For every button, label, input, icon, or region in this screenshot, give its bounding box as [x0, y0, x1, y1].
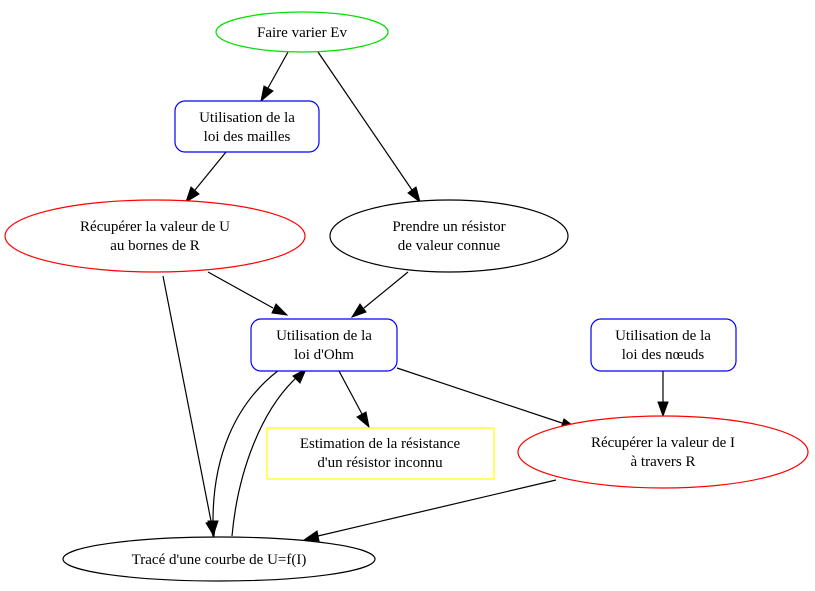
node-estimation-line-1: Estimation de la résistance	[300, 436, 461, 452]
edge-loi-noeuds-to-recuperer-i	[657, 371, 669, 418]
edge-recuperer-i-to-trace-courbe	[302, 479, 557, 542]
node-recuperer-i-line-2: à travers R	[631, 454, 696, 470]
node-faire-varier-label: Faire varier Ev	[257, 25, 347, 41]
node-loi-mailles-line-2: loi des mailles	[204, 129, 291, 145]
node-loi-ohm: Utilisation de la loi d'Ohm	[250, 318, 398, 372]
edges	[162, 51, 669, 542]
node-prendre-resistor-line-2: de valeur connue	[398, 238, 501, 254]
node-loi-ohm-line-2: loi d'Ohm	[294, 347, 354, 363]
edge-faire-varier-to-loi-mailles	[260, 51, 289, 103]
edge-trace-courbe-to-loi-ohm	[231, 367, 308, 537]
node-loi-mailles: Utilisation de la loi des mailles	[174, 100, 320, 153]
edge-loi-ohm-to-trace-courbe	[207, 369, 280, 538]
edge-loi-ohm-to-estimation	[338, 370, 370, 429]
node-recuperer-u-line-1: Récupérer la valeur de U	[80, 219, 230, 235]
edge-prendre-resistor-to-loi-ohm	[350, 271, 409, 318]
edge-loi-ohm-to-recuperer-i	[396, 367, 578, 429]
node-prendre-resistor: Prendre un résistor de valeur connue	[329, 199, 569, 273]
node-recuperer-u: Récupérer la valeur de U au bornes de R	[4, 199, 306, 273]
edge-loi-mailles-to-recuperer-u	[185, 151, 227, 204]
edge-recuperer-u-to-trace-courbe	[162, 275, 217, 538]
node-faire-varier: Faire varier Ev	[215, 11, 389, 53]
node-estimation-line-2: d'un résistor inconnu	[317, 455, 443, 471]
edge-faire-varier-to-prendre-resistor	[317, 51, 421, 204]
node-loi-noeuds: Utilisation de la loi des nœuds	[590, 318, 737, 372]
node-loi-noeuds-line-2: loi des nœuds	[622, 347, 705, 363]
node-trace-courbe-label: Tracé d'une courbe de U=f(I)	[132, 552, 307, 568]
node-loi-mailles-line-1: Utilisation de la	[199, 110, 295, 126]
node-recuperer-i: Récupérer la valeur de I à travers R	[517, 415, 809, 489]
node-estimation: Estimation de la résistance d'un résisto…	[266, 427, 495, 480]
node-prendre-resistor-line-1: Prendre un résistor	[392, 219, 505, 235]
node-trace-courbe: Tracé d'une courbe de U=f(I)	[62, 536, 376, 582]
node-loi-noeuds-line-1: Utilisation de la	[615, 328, 711, 344]
node-recuperer-i-line-1: Récupérer la valeur de I	[591, 435, 735, 451]
edge-recuperer-u-to-loi-ohm	[207, 271, 289, 316]
node-loi-ohm-line-1: Utilisation de la	[276, 328, 372, 344]
node-recuperer-u-line-2: au bornes de R	[110, 238, 200, 254]
